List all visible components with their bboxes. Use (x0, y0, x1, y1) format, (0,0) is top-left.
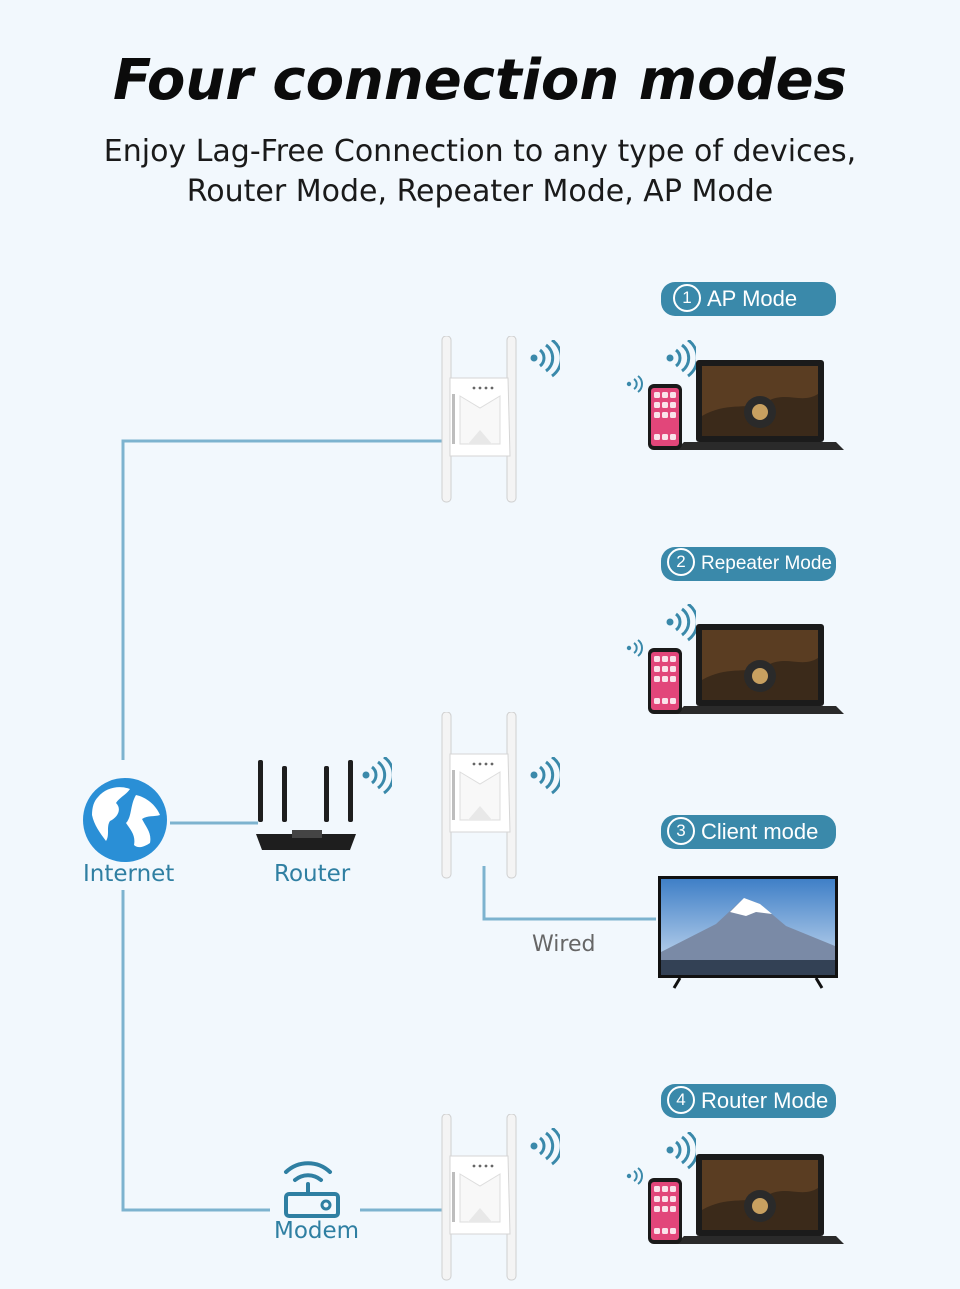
wifi-icon (530, 757, 560, 795)
internet-label: Internet (83, 861, 175, 887)
globe-icon (83, 778, 167, 862)
wifi-icon (626, 375, 643, 393)
wifi-icon (626, 639, 643, 657)
mode-number: 3 (667, 817, 695, 846)
modem-label: Modem (274, 1218, 360, 1244)
laptop-phone-icon (648, 624, 844, 714)
wifi-icon (362, 757, 392, 795)
wifi-icon (666, 604, 696, 642)
router-label: Router (274, 861, 351, 887)
line-internet-to-modem (121, 890, 270, 1212)
extender-repeater-icon (441, 712, 517, 879)
laptop-phone-icon (648, 1154, 844, 1244)
router-icon (256, 760, 356, 850)
mode-label: Repeater Mode (701, 553, 832, 574)
wifi-icon (666, 340, 696, 378)
extender-ap-icon (441, 336, 517, 503)
mode-badge-repeater: 2 Repeater Mode (661, 547, 836, 581)
mode-label: AP Mode (707, 286, 798, 311)
mode-label: Client mode (701, 819, 819, 844)
mode-number: 2 (667, 547, 695, 576)
mode-number: 1 (673, 284, 701, 313)
modem-icon (284, 1161, 340, 1218)
line-internet-to-ap (121, 439, 442, 760)
laptop-phone-icon (648, 360, 844, 450)
extender-router-icon (441, 1114, 517, 1281)
page-title: Four connection modes (113, 48, 847, 113)
mode-label: Router Mode (701, 1088, 829, 1113)
line-wired-to-tv (482, 866, 656, 921)
subtitle-line-2: Router Mode, Repeater Mode, AP Mode (186, 174, 774, 209)
wired-label: Wired (532, 932, 596, 957)
wifi-icon (530, 340, 560, 378)
wifi-icon (626, 1167, 643, 1185)
tv-icon (658, 876, 838, 989)
wifi-icon (666, 1132, 696, 1170)
mode-number: 4 (667, 1086, 695, 1115)
subtitle-line-1: Enjoy Lag-Free Connection to any type of… (103, 134, 857, 169)
wifi-icon (530, 1128, 560, 1166)
